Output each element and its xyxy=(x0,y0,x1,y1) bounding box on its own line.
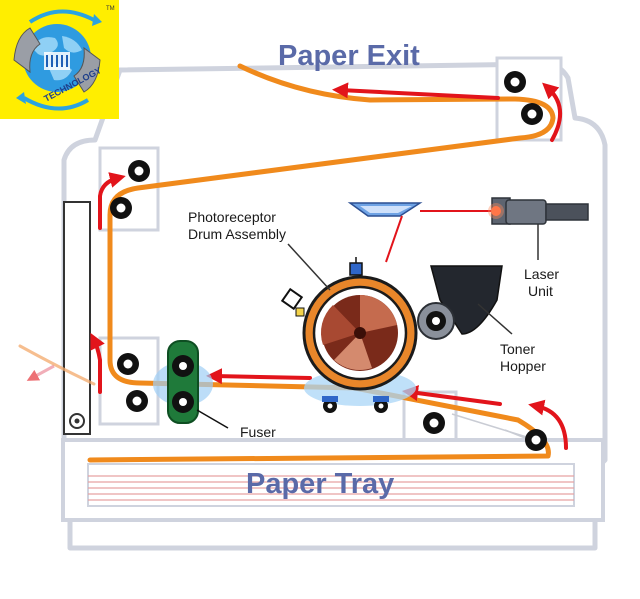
roller-icon xyxy=(128,160,150,182)
roller-icon xyxy=(521,103,543,125)
rollers xyxy=(110,71,547,451)
roller-icon xyxy=(126,390,148,412)
roller-icon xyxy=(504,71,526,93)
roller-icon xyxy=(110,197,132,219)
toner-hopper-icon xyxy=(417,265,513,340)
roller-icon xyxy=(117,353,139,375)
paper-tray-label: Paper Tray xyxy=(246,468,394,500)
fuser-label: Fuser xyxy=(240,424,276,440)
laser-beam xyxy=(385,210,495,263)
logo: TM TECHNOLOGY xyxy=(0,0,119,119)
mirror-icon xyxy=(347,202,423,217)
laser-label-2: Unit xyxy=(528,283,553,299)
logo-globe-icon xyxy=(13,9,102,111)
labels: Paper Exit Paper Tray Photoreceptor Drum… xyxy=(188,40,559,500)
toner-label-1: Toner xyxy=(500,341,535,357)
drum-label-1: Photoreceptor xyxy=(188,209,276,225)
laser-unit-icon xyxy=(488,197,589,260)
roller-icon xyxy=(423,412,445,434)
photoreceptor-drum-icon xyxy=(280,257,418,413)
roller-icon xyxy=(525,429,547,451)
toner-label-2: Hopper xyxy=(500,358,546,374)
movement-arrows xyxy=(26,82,568,450)
logo-tm: TM xyxy=(106,6,115,12)
drum-label-2: Drum Assembly xyxy=(188,226,286,242)
fuser-icon xyxy=(153,340,229,429)
paper-exit-label: Paper Exit xyxy=(278,40,420,72)
laser-label-1: Laser xyxy=(524,266,559,282)
